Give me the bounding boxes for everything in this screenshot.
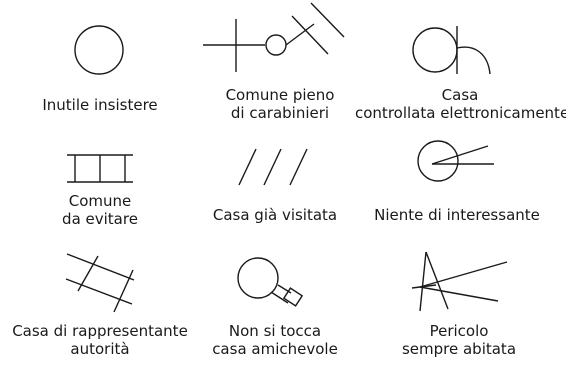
label-comune-da-evitare: Comune da evitare (62, 192, 138, 228)
label-casa-controllata-elettronicamente: Casa controllata elettronicamente (355, 86, 566, 122)
label-niente-di-interessante: Niente di interessante (374, 206, 540, 224)
skewed-hash-symbol (65, 253, 135, 313)
electronic-control-symbol (412, 26, 491, 75)
label-pericolo-sempre-abitata: Pericolo sempre abitata (401, 322, 517, 358)
circle-rays-symbol (417, 140, 494, 182)
label-non-si-tocca-casa-amichevole: Non si tocca casa amichevole (212, 322, 338, 358)
label-casa-di-rappresentante-autorita: Casa di rappresentante autorità (12, 322, 188, 358)
label-comune-pieno-di-carabinieri: Comune pieno di carabinieri (225, 86, 335, 122)
ladder-symbol (67, 154, 133, 183)
circle-handle-symbol (237, 257, 304, 307)
three-slashes-symbol (238, 148, 308, 186)
danger-a-symbol (411, 251, 508, 312)
label-inutile-insistere: Inutile insistere (42, 96, 158, 114)
carabinieri-symbol (203, 2, 345, 72)
circle-symbol (74, 25, 124, 75)
label-casa-gia-visitata: Casa già visitata (212, 206, 338, 224)
